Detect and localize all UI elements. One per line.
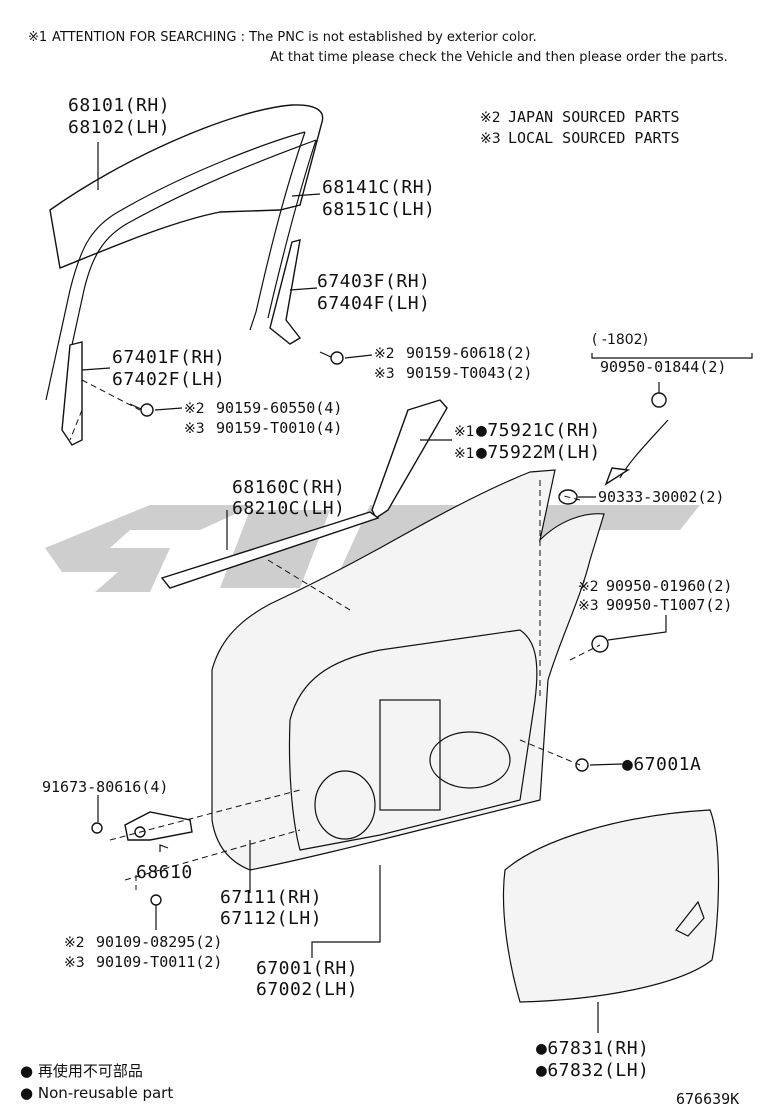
source-note-japan: JAPAN SOURCED PARTS	[508, 108, 680, 126]
label-bolt-a-local: 90159-T0043(2)	[406, 364, 532, 382]
label-rear-channel-rh: 67403F(RH)	[317, 271, 430, 292]
label-weatherstrip-lh: 68210C(LH)	[232, 498, 345, 519]
source-note-japan-mark: ※2	[480, 110, 501, 126]
label-panel-lh: 67112(LH)	[220, 908, 322, 929]
leader-line	[311, 865, 381, 958]
bolt-icon	[319, 351, 344, 365]
plug-top	[651, 392, 667, 408]
molding-mark-lh: ※1	[454, 446, 475, 462]
label-plug-top: 90950-01844(2)	[600, 358, 726, 376]
attention-note-line2: At that time please check the Vehicle an…	[270, 50, 728, 65]
label-cover-rh: ●67831(RH)	[536, 1038, 649, 1059]
speaker-opening	[314, 770, 376, 840]
bolt-a-mark2: ※2	[374, 346, 395, 362]
rear-channel	[269, 239, 302, 345]
trim-clip	[591, 635, 609, 653]
access-hole	[429, 731, 511, 789]
leader-line	[589, 763, 623, 766]
door-inner-panel	[288, 629, 538, 851]
bolt-icon	[129, 403, 154, 417]
dashed-guides	[69, 379, 601, 890]
outer-weatherstrip	[160, 511, 380, 589]
window-regulator	[379, 699, 441, 811]
leader-line	[291, 193, 321, 197]
label-frame-range: ( -1802)	[592, 332, 648, 348]
label-screw-local: 90109-T0011(2)	[96, 953, 222, 971]
clip-mark3: ※3	[578, 598, 599, 614]
leader-line	[607, 615, 667, 641]
label-rear-channel-lh: 67404F(LH)	[317, 293, 430, 314]
label-weatherstrip-rh: 68160C(RH)	[232, 477, 345, 498]
leader-line	[154, 407, 183, 411]
clip-mark2: ※2	[578, 579, 599, 595]
label-seal-bag: ●67001A	[622, 754, 701, 775]
label-molding-lh: ●75922M(LH)	[476, 442, 601, 463]
glass-run	[45, 131, 317, 401]
label-check-bolt: 91673-80616(4)	[42, 778, 168, 796]
bolt-icon	[91, 822, 103, 834]
leader-line	[81, 367, 111, 371]
seal-bag	[575, 758, 589, 772]
label-panel-rh: 67111(RH)	[220, 887, 322, 908]
source-note-local-mark: ※3	[480, 131, 501, 147]
door-shell	[211, 469, 605, 871]
label-front-channel-lh: 67402F(LH)	[112, 369, 225, 390]
label-clip-japan: 90950-01960(2)	[606, 577, 732, 595]
door-glass	[49, 104, 324, 269]
screw-mark3: ※3	[64, 955, 85, 971]
leader-line	[289, 287, 318, 291]
legend-non-reusable-jp: ● 再使用不可部品	[20, 1062, 143, 1080]
label-cover-lh: ●67832(LH)	[536, 1060, 649, 1081]
label-door-lh: 67002(LH)	[256, 979, 358, 1000]
label-bolt-a-japan: 90159-60618(2)	[406, 344, 532, 362]
label-bolt-b-japan: 90159-60550(4)	[216, 399, 342, 417]
molding-mark: ※1	[454, 424, 475, 440]
label-hole-plug: 90333-30002(2)	[598, 488, 724, 506]
bolt-b-mark3: ※3	[184, 421, 205, 437]
legend-non-reusable-en: ● Non-reusable part	[20, 1084, 173, 1102]
bracket-line	[591, 353, 753, 359]
door-check	[124, 811, 193, 841]
service-hole-cover	[502, 809, 720, 1003]
label-front-channel-rh: 67401F(RH)	[112, 347, 225, 368]
arrow-icon	[604, 467, 631, 486]
label-run-lh: 68151C(LH)	[322, 199, 435, 220]
label-glass-lh: 68102(LH)	[68, 117, 170, 138]
label-door-check: 68610	[136, 862, 193, 883]
label-screw-japan: 90109-08295(2)	[96, 933, 222, 951]
label-bolt-b-local: 90159-T0010(4)	[216, 419, 342, 437]
label-molding-rh: ●75921C(RH)	[476, 420, 601, 441]
leader-line	[344, 354, 373, 359]
attention-note-line1: ATTENTION FOR SEARCHING : The PNC is not…	[52, 30, 537, 45]
glass-run-rear	[249, 131, 317, 331]
leader-line	[159, 844, 169, 852]
label-door-rh: 67001(RH)	[256, 958, 358, 979]
source-note-local: LOCAL SOURCED PARTS	[508, 129, 680, 147]
label-run-rh: 68141C(RH)	[322, 177, 435, 198]
front-channel	[61, 341, 83, 446]
cover-tab	[675, 900, 705, 937]
bolt-b-mark2: ※2	[184, 401, 205, 417]
label-glass-rh: 68101(RH)	[68, 95, 170, 116]
figure-id: 676639K	[676, 1090, 739, 1108]
door-frame-molding	[371, 399, 448, 520]
attention-mark: ※1	[28, 30, 48, 45]
label-clip-local: 90950-T1007(2)	[606, 596, 732, 614]
screw-mark2: ※2	[64, 935, 85, 951]
bolt-icon	[150, 894, 162, 906]
bolt-a-mark3: ※3	[374, 366, 395, 382]
